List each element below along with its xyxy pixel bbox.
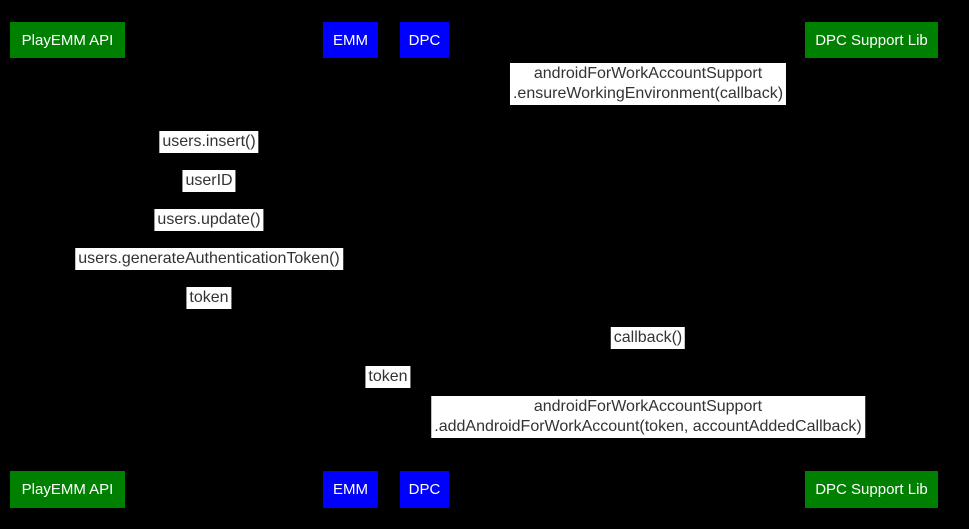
message-ensure-working-environment: androidForWorkAccountSupport .ensureWork… xyxy=(509,63,787,105)
actor-playemm-api-label: PlayEMM API xyxy=(21,481,114,498)
message-users-update: users.update() xyxy=(154,209,264,231)
actor-dpc-label: DPC xyxy=(408,31,441,49)
message-line: .addAndroidForWorkAccount(token, account… xyxy=(434,418,862,435)
actor-emm-label: EMM xyxy=(333,481,368,498)
message-token-return: token xyxy=(186,287,232,309)
message-userid: userID xyxy=(182,170,236,192)
actor-dpc-support-lib-bottom: DPC Support Lib xyxy=(805,471,938,508)
message-line: androidForWorkAccountSupport xyxy=(533,398,763,415)
actor-dpc-top: DPC xyxy=(400,22,449,58)
message-users-insert: users.insert() xyxy=(159,131,259,153)
actor-dpc-support-lib-label: DPC Support Lib xyxy=(815,31,928,49)
actor-dpc-support-lib-label: DPC Support Lib xyxy=(815,481,928,498)
message-users-generate-authentication-token: users.generateAuthenticationToken() xyxy=(75,248,343,270)
message-add-android-for-work-account: androidForWorkAccountSupport .addAndroid… xyxy=(431,396,865,438)
actor-emm-label: EMM xyxy=(333,31,368,49)
actor-emm-bottom: EMM xyxy=(323,471,378,508)
actor-playemm-api-label: PlayEMM API xyxy=(21,31,114,49)
message-callback: callback() xyxy=(610,327,686,349)
actor-dpc-bottom: DPC xyxy=(400,471,449,508)
actor-dpc-label: DPC xyxy=(408,481,441,498)
message-line: androidForWorkAccountSupport xyxy=(533,65,763,82)
message-line: .ensureWorkingEnvironment(callback) xyxy=(512,85,784,102)
message-token-to-dpc: token xyxy=(365,366,411,388)
actor-emm-top: EMM xyxy=(323,22,378,58)
actor-dpc-support-lib-top: DPC Support Lib xyxy=(805,22,938,58)
actor-playemm-api-top: PlayEMM API xyxy=(10,22,125,58)
actor-playemm-api-bottom: PlayEMM API xyxy=(10,471,125,508)
